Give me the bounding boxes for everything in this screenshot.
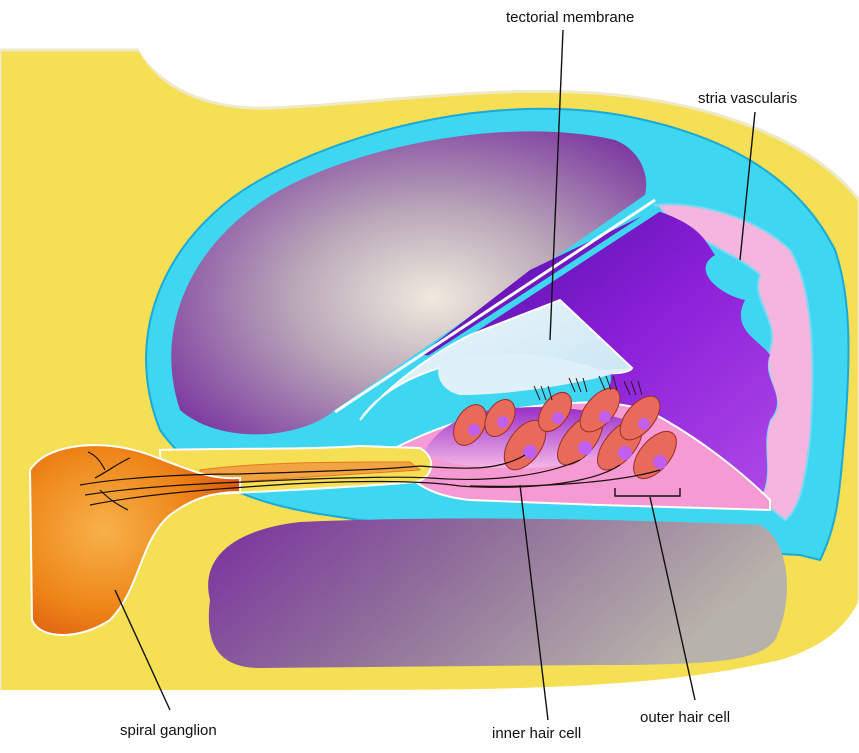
label-spiral-ganglion: spiral ganglion [120,722,217,739]
label-stria-vascularis: stria vascularis [698,90,797,107]
scala-tympani [208,519,787,668]
label-tectorial-membrane: tectorial membrane [506,9,634,26]
label-outer-hair-cell: outer hair cell [640,709,730,726]
label-inner-hair-cell: inner hair cell [492,725,581,742]
